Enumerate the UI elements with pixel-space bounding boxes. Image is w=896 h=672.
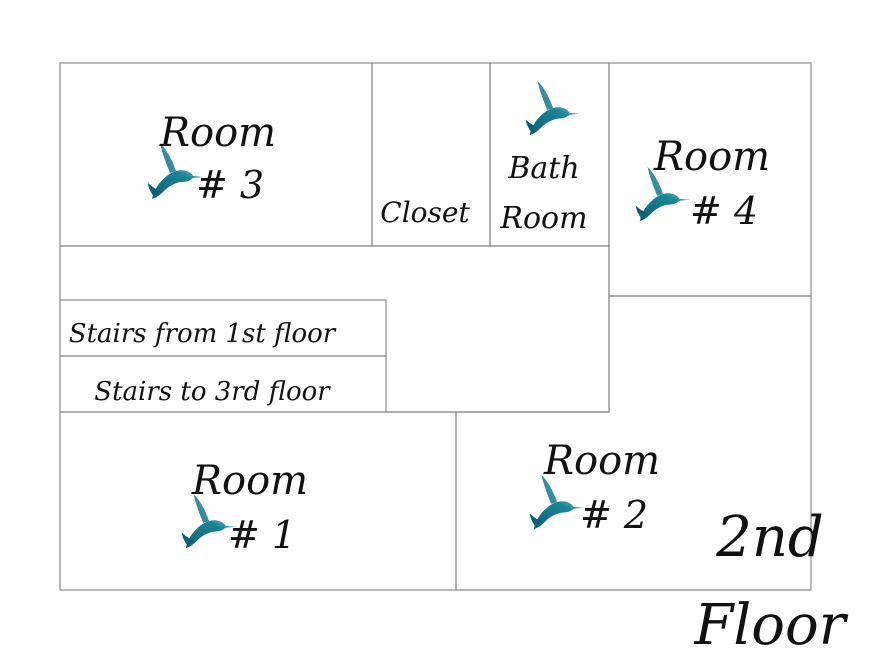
stairs-from-label: Stairs from 1st floor	[69, 319, 337, 349]
hummingbird-icon	[525, 80, 581, 136]
room-2-label-line2: # 2	[580, 493, 648, 537]
closet-label: Closet	[380, 196, 470, 229]
stairs-to-label: Stairs to 3rd floor	[94, 377, 331, 407]
floor-label-line2: Floor	[694, 593, 849, 658]
bath-label-line2: Room	[499, 201, 587, 236]
walls	[59, 62, 812, 591]
room-2-outline	[455, 295, 812, 591]
room-1-label-line2: # 1	[228, 513, 296, 557]
room-3-label-line2: # 3	[196, 163, 264, 207]
room-1-label-line1: Room	[191, 458, 308, 504]
room-3-label-line1: Room	[159, 110, 276, 156]
bath-label-line1: Bath	[507, 151, 579, 186]
room-4-label-line1: Room	[653, 134, 770, 180]
floor-label-line1: 2nd	[715, 505, 824, 570]
room-2-label-line1: Room	[543, 438, 660, 484]
room-4-label-line2: # 4	[690, 189, 758, 233]
